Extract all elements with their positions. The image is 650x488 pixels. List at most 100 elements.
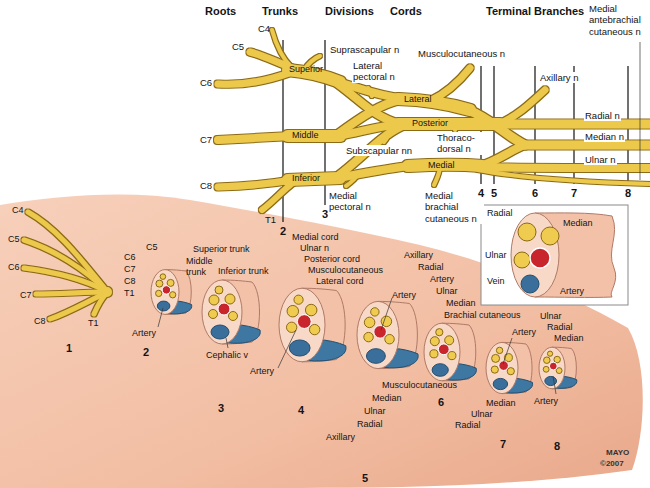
section-number: 6 [532, 187, 538, 200]
trunk-label: Superior [289, 64, 323, 75]
structure-label: Artery [512, 327, 536, 338]
terminal-nerve [430, 68, 470, 101]
section-number: 5 [362, 472, 368, 485]
section-number: 2 [143, 346, 149, 359]
section-number: 4 [298, 404, 304, 417]
structure-label: C8 [34, 316, 46, 327]
column-header: Terminal Branches [486, 5, 584, 18]
structure-label: Inferior trunk [218, 266, 269, 277]
nerve-label: Radial n [584, 110, 621, 121]
structure-label: Artery [132, 328, 156, 339]
structure-label: Ulnar [485, 250, 507, 261]
leader-line [503, 338, 512, 364]
root-nerve [218, 180, 292, 187]
leader-line [553, 376, 556, 394]
nerve-label: C4 [258, 23, 270, 34]
column-header: Trunks [262, 5, 298, 18]
terminal-nerve [498, 90, 545, 124]
column-header: Cords [390, 5, 422, 18]
structure-label: C7 [124, 264, 136, 275]
section-number: 7 [500, 438, 506, 451]
section-number: 2 [280, 225, 286, 238]
structure-label: Axillary [404, 250, 433, 261]
vein-section [521, 275, 539, 293]
cross-section [486, 342, 533, 393]
section-number: 3 [322, 208, 328, 221]
leader-line [226, 338, 228, 348]
section-number: 4 [478, 187, 484, 200]
cross-section [539, 347, 577, 389]
credit-label: ©2007 [600, 459, 624, 469]
section-number: 7 [571, 187, 577, 200]
artery-section [530, 248, 550, 268]
nerve-section [518, 223, 536, 241]
structure-label: Median [446, 298, 476, 309]
terminal-nerve [478, 170, 650, 184]
structure-label: Ulnar [436, 286, 458, 297]
structure-label: C6 [124, 252, 136, 263]
structure-label: Radial [418, 262, 444, 273]
structure-label: Artery [392, 290, 416, 301]
branch-nerve [368, 88, 372, 96]
leader-line [381, 298, 392, 330]
structure-label: Ulnar [540, 311, 562, 322]
cord-nerve [398, 118, 500, 130]
trunk-label: Middle [292, 130, 319, 141]
structure-label: Median [372, 393, 402, 404]
root-fan [24, 212, 111, 319]
structure-label: Radial [357, 419, 383, 430]
structure-label: T1 [124, 288, 135, 299]
nerve-label: Medial pectoral n [329, 190, 385, 213]
nerve-label: C7 [200, 134, 212, 145]
nerve-label: Subscapular nn [345, 145, 413, 156]
structure-label: Artery [560, 286, 584, 297]
structure-label: Musculocutaneous [382, 380, 457, 391]
structure-label: C4 [12, 205, 24, 216]
structure-label: Median [554, 333, 584, 344]
structure-label: Musculocutaneous [308, 265, 383, 276]
trunk-label: Medial [428, 160, 455, 171]
structure-label: Lateral cord [316, 276, 364, 287]
structure-label: C5 [8, 234, 20, 245]
nerve-label: Medial antebrachial cutaneous n [588, 3, 646, 37]
trunk-nerve [288, 130, 340, 142]
root-nerve [262, 182, 294, 210]
leader-line [640, 42, 641, 180]
structure-label: Median [563, 218, 593, 229]
structure-label: C5 [146, 242, 158, 253]
structure-label: C7 [20, 290, 32, 301]
nerve-label: Median n [584, 131, 625, 142]
column-header: Divisions [325, 5, 374, 18]
nerve-label: Musculocutaneous n [417, 48, 506, 59]
leader-lines [158, 298, 556, 394]
arm-silhouette [0, 195, 643, 488]
nerve-label: C5 [232, 41, 244, 52]
inset-panel [481, 205, 628, 305]
structure-label: Cephalic v [206, 350, 248, 361]
section-number: 8 [554, 440, 560, 453]
nerve-label: C6 [200, 77, 212, 88]
nerve-label: T1 [265, 214, 276, 225]
nerve-label: Medial brachial cutaneous n [424, 190, 484, 224]
structure-label: Ulnar [471, 409, 493, 420]
root-junction [103, 288, 111, 296]
leader-line [278, 330, 296, 368]
structure-label: Posterior cord [304, 254, 360, 265]
structure-label: Axillary [326, 432, 355, 443]
structure-label: Ulnar [364, 406, 386, 417]
structure-label: C6 [8, 262, 20, 273]
cross-section [279, 288, 346, 362]
trunk-label: Posterior [412, 118, 448, 129]
cross-section [424, 323, 476, 381]
section-number: 3 [218, 402, 224, 415]
section-number: 6 [438, 396, 444, 409]
root-nerve [218, 136, 292, 140]
leader-line [158, 308, 163, 327]
nerve-label: C8 [200, 180, 212, 191]
section-face [511, 213, 559, 297]
structure-label: Ulnar n [300, 243, 329, 254]
structure-label: Artery [534, 396, 558, 407]
structure-label: Artery [250, 366, 274, 377]
plexus-schematic [218, 30, 650, 210]
